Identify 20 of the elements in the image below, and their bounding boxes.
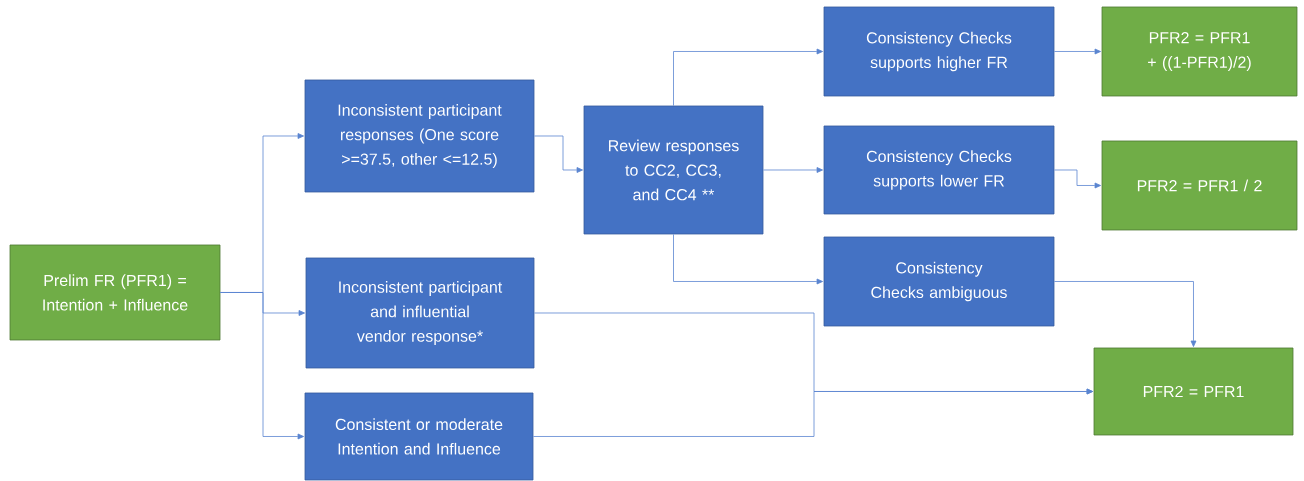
arrow [1054, 281, 1197, 347]
process-box: Inconsistent participant responses (One score >=37.5, other <=12.5) [304, 79, 535, 193]
process-box: Inconsistent participant and influential vendor response* [305, 257, 535, 369]
result-box: PFR2 = PFR1 + ((1-PFR1)/2) [1101, 6, 1298, 97]
arrow [533, 388, 1093, 437]
result-box: Prelim FR (PFR1) = Intention + Influence [9, 244, 221, 341]
arrow [763, 167, 823, 173]
result-box: PFR2 = PFR1 [1093, 347, 1294, 436]
result-box: PFR2 = PFR1 / 2 [1101, 140, 1298, 231]
process-box: Consistency Checks supports lower FR [823, 125, 1055, 215]
process-box: Review responses to CC2, CC3, and CC4 ** [583, 105, 764, 235]
arrow [220, 292, 304, 440]
process-box: Consistency Checks ambiguous [823, 236, 1055, 327]
arrow [1054, 169, 1101, 189]
process-box: Consistency Checks supports higher FR [823, 6, 1055, 97]
process-box: Consistent or moderate Intention and Influence [304, 392, 534, 481]
arrow [673, 48, 823, 106]
arrow [1054, 48, 1101, 55]
arrow [673, 234, 823, 285]
arrow [534, 135, 583, 173]
